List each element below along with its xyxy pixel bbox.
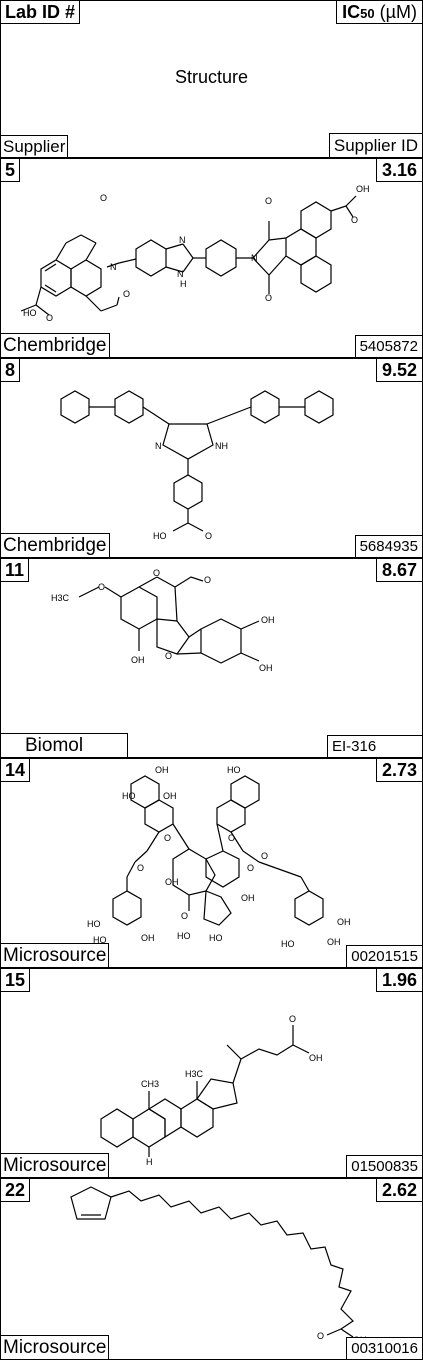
header-row: Lab ID # IC50 (µM) Structure Supplier Su… bbox=[1, 1, 422, 159]
supplier-id: 00201515 bbox=[346, 945, 422, 967]
lab-id: 11 bbox=[1, 559, 30, 582]
supplier-id: EI-316 bbox=[327, 735, 422, 757]
structure-header: Structure bbox=[174, 67, 249, 87]
supplier-name: Chembridge bbox=[1, 333, 110, 357]
structure-drawing bbox=[1, 1179, 422, 1357]
supplier-name: Microsource bbox=[1, 943, 110, 967]
ic50-prefix: IC bbox=[342, 2, 361, 22]
ic50-value: 9.52 bbox=[375, 359, 422, 382]
compound-row: 11 8.67 H3C O O O O OH OH OH Biomol EI-3… bbox=[1, 559, 422, 759]
supplier-name: Biomol bbox=[1, 733, 128, 757]
supplier-id: 01500835 bbox=[346, 1155, 422, 1177]
ic50-value: 2.73 bbox=[375, 759, 422, 782]
compound-row: 8 9.52 N NH HO O Chembridge 5684935 bbox=[1, 359, 422, 559]
ic50-sub: 50 bbox=[360, 6, 375, 21]
supplier-id: 5405872 bbox=[354, 335, 422, 357]
lab-id: 8 bbox=[1, 359, 21, 382]
structure-drawing bbox=[1, 159, 422, 357]
compound-row: 22 2.62 O OH Microsource 00310016 bbox=[1, 1179, 422, 1359]
supplier-name: Chembridge bbox=[1, 533, 110, 557]
structure-drawing bbox=[1, 359, 422, 557]
compound-row: 15 1.96 O OH H3C CH3 H Microsource 01500… bbox=[1, 969, 422, 1179]
supplier-id-header: Supplier ID bbox=[328, 133, 422, 157]
compound-row: 14 2.73 OH HO OH HO O O O O HO OH HO OH … bbox=[1, 759, 422, 969]
supplier-name: Microsource bbox=[1, 1153, 110, 1177]
lab-id-header: Lab ID # bbox=[1, 1, 81, 24]
ic50-value: 2.62 bbox=[375, 1179, 422, 1202]
lab-id: 5 bbox=[1, 159, 21, 182]
ic50-value: 1.96 bbox=[375, 969, 422, 992]
ic50-unit: (µM) bbox=[374, 2, 417, 22]
supplier-id: 00310016 bbox=[346, 1337, 422, 1359]
ic50-value: 8.67 bbox=[375, 559, 422, 582]
ic50-header: IC50 (µM) bbox=[336, 1, 422, 24]
compound-row: 5 3.16 O O O O N N N N H HO OH O O Chemb… bbox=[1, 159, 422, 359]
ic50-value: 3.16 bbox=[375, 159, 422, 182]
structure-drawing bbox=[1, 969, 422, 1177]
lab-id: 14 bbox=[1, 759, 31, 782]
supplier-id: 5684935 bbox=[354, 535, 422, 557]
lab-id: 22 bbox=[1, 1179, 31, 1202]
structure-drawing bbox=[1, 759, 422, 967]
supplier-header: Supplier bbox=[1, 135, 69, 157]
supplier-name: Microsource bbox=[1, 1335, 110, 1359]
lab-id: 15 bbox=[1, 969, 31, 992]
structure-drawing bbox=[1, 559, 422, 757]
